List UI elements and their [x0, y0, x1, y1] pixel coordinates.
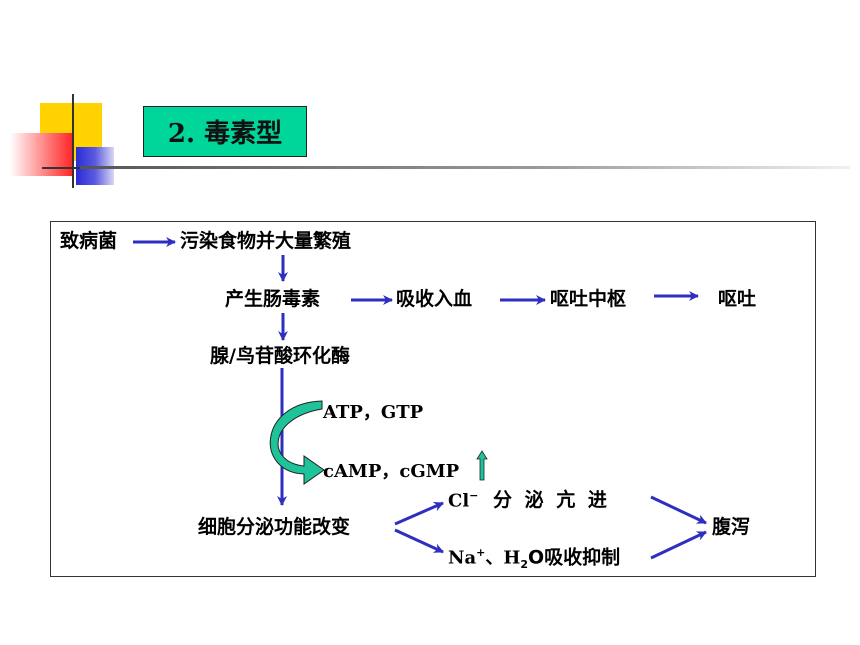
title-underline [80, 166, 850, 169]
node-atp-gtp: ATP，GTP [323, 402, 424, 423]
cl-secretion-text: 分 泌 亢 进 [493, 489, 607, 512]
h-label: 、H [485, 547, 521, 569]
node-pathogen: 致病菌 [60, 230, 118, 252]
arrow-n11-n13 [650, 495, 707, 525]
decor-vertical-line [72, 94, 74, 188]
node-vomiting: 呕吐 [718, 288, 757, 310]
node-secretion-change: 细胞分泌功能改变 [198, 516, 351, 538]
section-title: 2. 毒素型 [143, 106, 307, 157]
node-food-contamination: 污染食物并大量繁殖 [180, 230, 352, 252]
node-absorption-inhibition: Na+、H2O吸收抑制 [448, 547, 620, 570]
node-diarrhea: 腹泻 [712, 516, 751, 538]
increase-up-arrow [476, 450, 488, 481]
curved-conversion-arrow [269, 400, 325, 485]
node-camp-cgmp: cAMP，cGMP [323, 461, 460, 482]
absorption-text: O吸收抑制 [528, 546, 621, 569]
na-label: Na [448, 547, 477, 569]
diagram-frame [50, 221, 816, 577]
node-cyclase: 腺/鸟苷酸环化酶 [210, 345, 350, 367]
h2o-subscript: 2 [520, 558, 529, 572]
node-absorbed-blood: 吸收入血 [396, 288, 473, 310]
cl-label: Cl [448, 490, 470, 512]
node-cl-secretion: Cl− 分 泌 亢 进 [448, 490, 607, 510]
decor-short-line [42, 167, 82, 169]
arrow-n10-n12 [394, 528, 444, 554]
node-enterotoxin: 产生肠毒素 [225, 288, 321, 310]
cl-superscript: − [469, 489, 479, 502]
arrow-n10-n11 [394, 501, 444, 526]
arrow-n12-n13 [650, 530, 707, 560]
na-superscript: + [476, 546, 486, 559]
node-vomiting-center: 呕吐中枢 [550, 288, 627, 310]
